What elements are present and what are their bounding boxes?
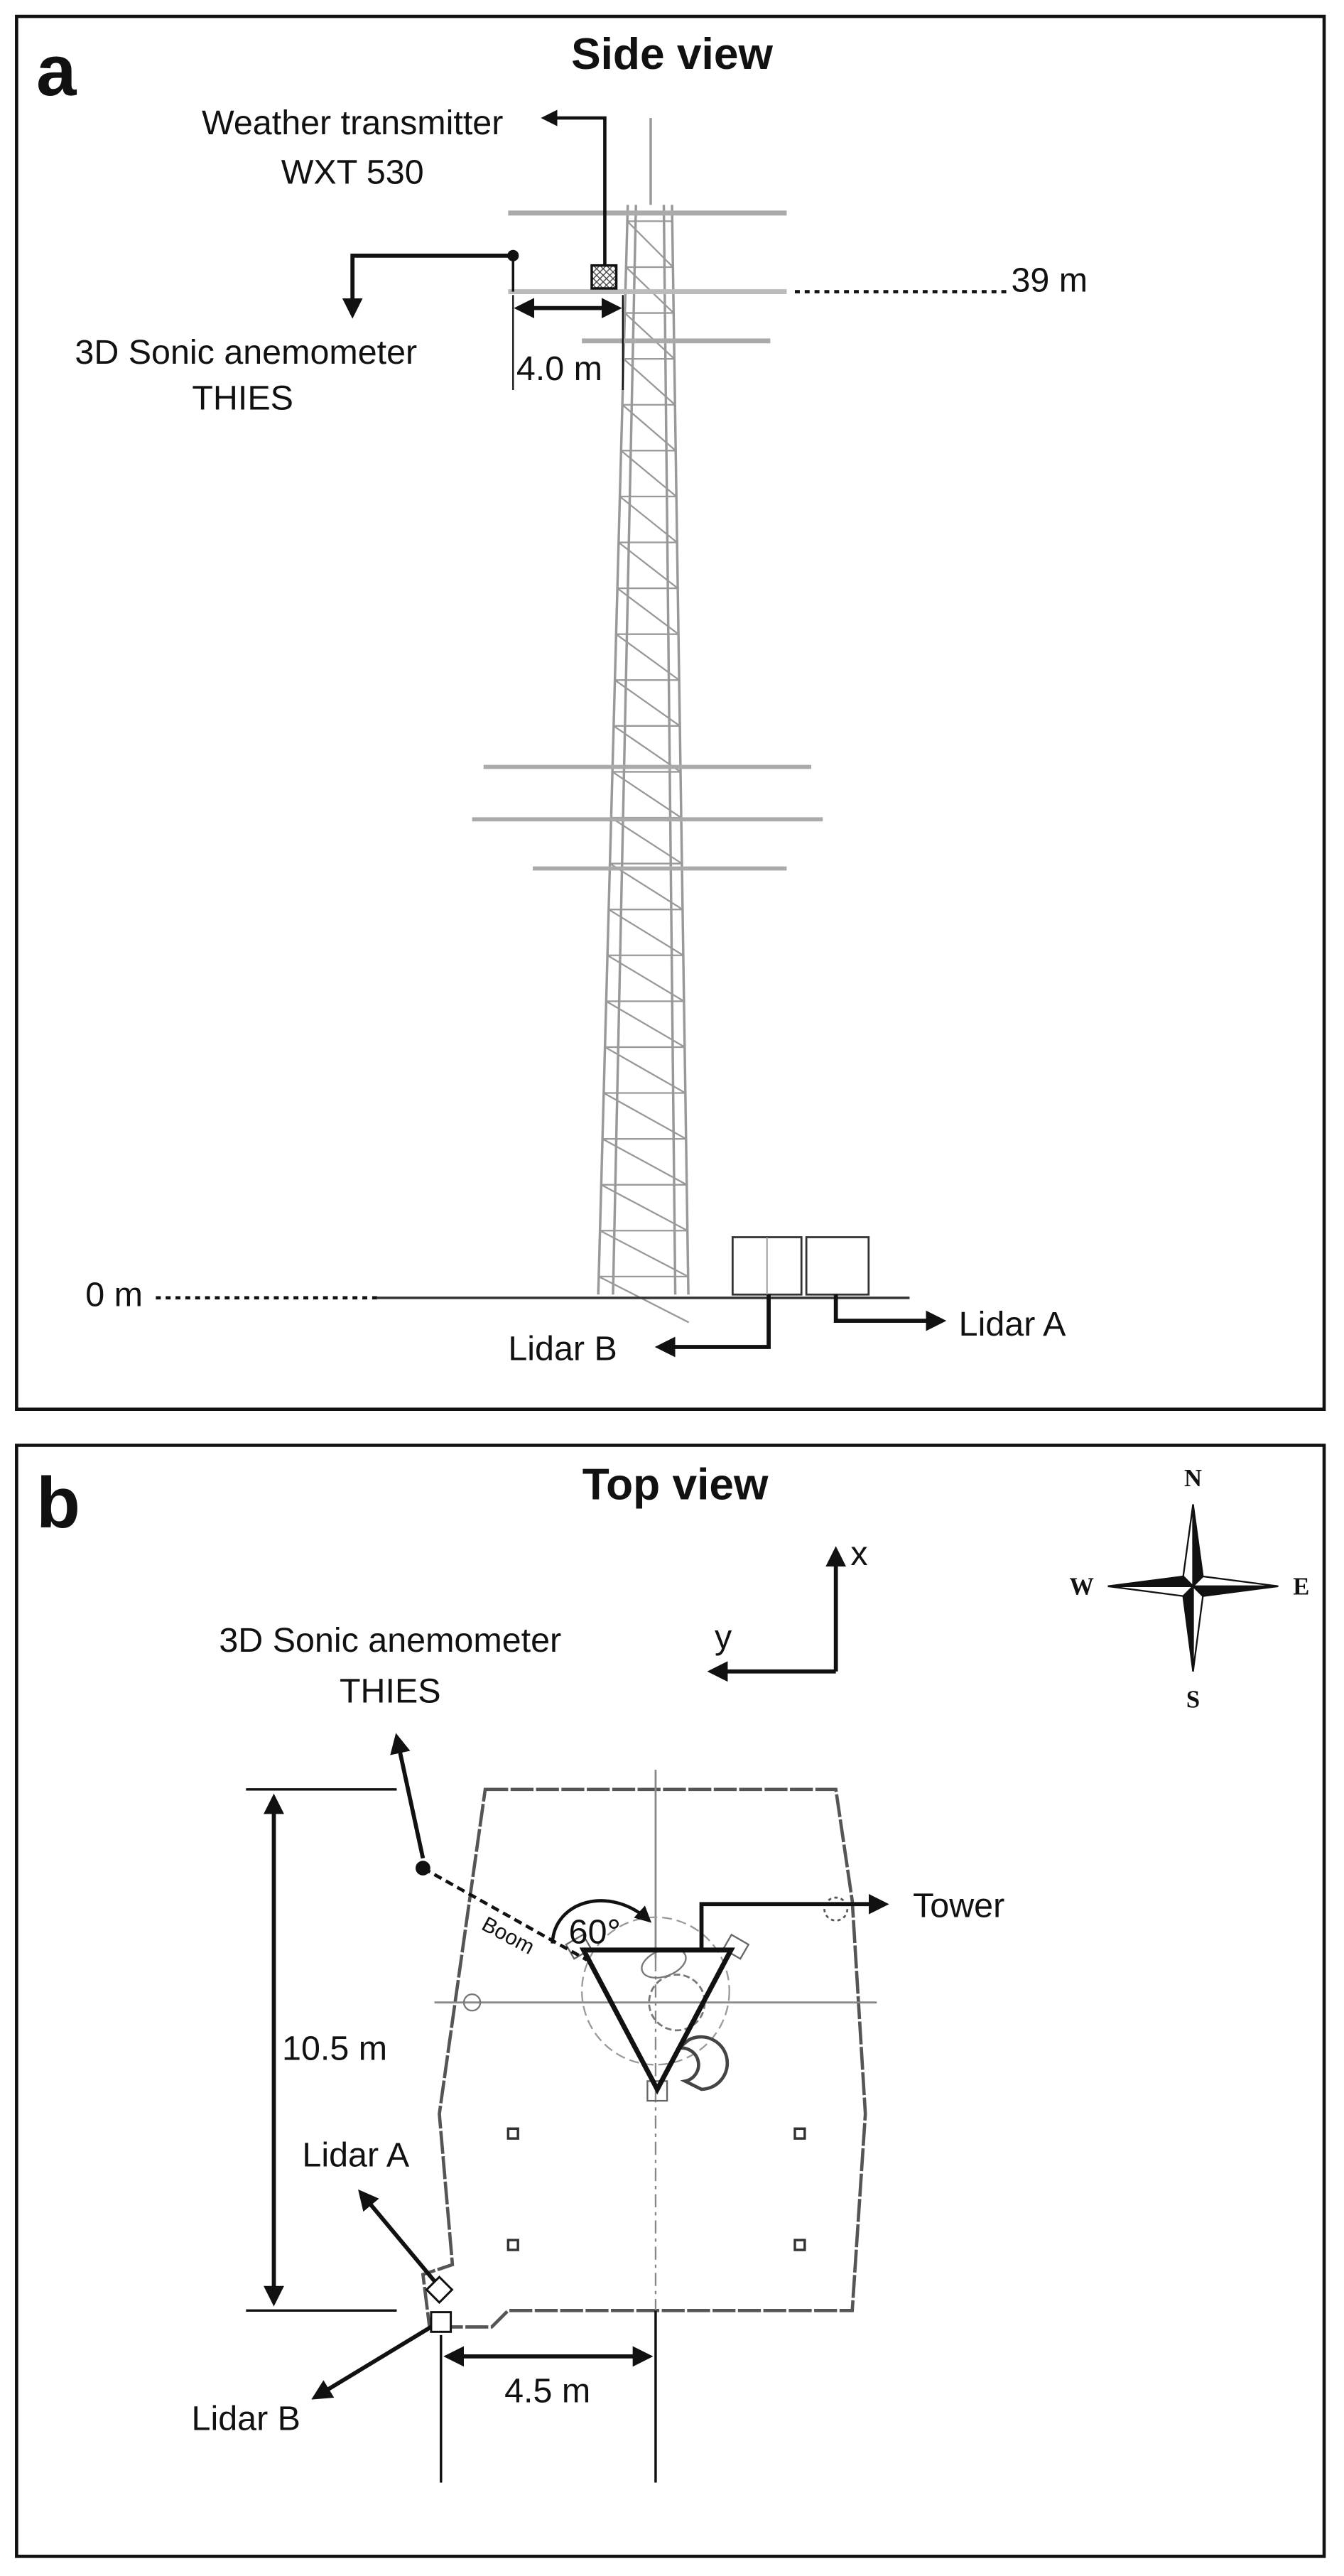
angle-label: 60° (569, 1913, 621, 1952)
weather-transmitter: Weather transmitter WXT 530 (202, 104, 618, 290)
platform-length-label: 10.5 m (282, 2029, 387, 2067)
tower-lattice-brace (598, 1275, 690, 1324)
lidar-a-pointer (833, 1294, 947, 1331)
coordinate-axes: x y (707, 1535, 868, 1682)
lidars-side: Lidar B Lidar A (508, 1236, 1066, 1368)
panel-b-top-view: b Top view x y N S W E (15, 1444, 1326, 2558)
tower-lattice-brace (623, 358, 676, 406)
lidar-a-top-label: Lidar A (302, 2136, 409, 2174)
sonic-anemometer-side: 3D Sonic anemometer THIES 4.0 m (75, 249, 624, 418)
lidar-offset-dimension: 4.5 m (440, 2310, 657, 2483)
tower-lattice-brace (600, 1184, 688, 1232)
sonic-model: THIES (192, 379, 293, 418)
tower-lattice-brace (605, 1000, 685, 1048)
tower-lattice-brace (617, 588, 679, 635)
weather-transmitter-pointer (541, 109, 607, 266)
tower-top: Tower 60° (551, 1887, 1004, 2095)
panel-a-letter: a (36, 30, 77, 111)
lidar-b-pointer (654, 1294, 771, 1358)
lidars-top: Lidar A Lidar B (192, 2136, 454, 2438)
lidar-b-top-label: Lidar B (192, 2400, 300, 2438)
tower-lattice-brace (627, 220, 674, 268)
compass-north: N (1184, 1465, 1202, 1492)
lidar-b-label: Lidar B (508, 1329, 617, 1368)
lidar-a-marker (425, 2275, 454, 2305)
tower-lattice-brace (614, 679, 681, 727)
tower-triangle (579, 1947, 735, 2095)
compass-east: E (1293, 1573, 1309, 1600)
lidar-a-label: Lidar A (959, 1305, 1066, 1343)
tower-side-drawing (376, 118, 910, 1324)
tower-lattice-brace (613, 725, 681, 773)
panel-b-letter: b (36, 1462, 80, 1543)
tower-lattice-brace (609, 862, 683, 911)
weather-transmitter-box (590, 264, 618, 290)
sonic-top-label: 3D Sonic anemometer (219, 1621, 561, 1660)
lidar-offset-label: 4.5 m (504, 2371, 590, 2410)
panel-a-side-view: a Side view 0 m 39 m Weather transmitter… (15, 14, 1326, 1411)
top-height-label: 39 m (1011, 261, 1088, 300)
weather-transmitter-model: WXT 530 (281, 153, 424, 191)
sonic-label: 3D Sonic anemometer (75, 333, 417, 372)
tower-lattice-brace (615, 633, 680, 681)
tower-lattice-brace (620, 450, 677, 497)
x-axis-label: x (850, 1535, 867, 1573)
panel-b-frame (15, 1444, 1326, 2558)
sonic-anemometer-dot (416, 1861, 430, 1876)
tower-pointer (699, 1893, 889, 1950)
tower-lattice-brace (610, 817, 683, 865)
tower-lattice-brace (612, 771, 682, 818)
panel-a-title: Side view (571, 30, 773, 79)
compass-south: S (1186, 1686, 1200, 1713)
lidar-a-box (805, 1236, 870, 1296)
lidar-b-marker (430, 2311, 452, 2333)
tower-lattice-brace (624, 312, 676, 359)
tower-lattice-brace (618, 541, 678, 589)
platform-length-dimension: 10.5 m (246, 1788, 397, 2312)
tower-lattice-brace (605, 1046, 686, 1094)
sonic-top-model: THIES (340, 1672, 441, 1711)
weather-transmitter-label: Weather transmitter (202, 104, 503, 142)
tower-lattice-brace (622, 404, 676, 452)
tower-lattice-brace (607, 954, 685, 1002)
tower-lattice-brace (603, 1092, 687, 1140)
panel-a-frame (15, 14, 1326, 1411)
lidar-a-pointer (358, 2189, 436, 2283)
tower-lattice-brace (619, 496, 678, 543)
compass-rose: N S W E (1069, 1465, 1309, 1713)
y-axis-label: y (715, 1618, 732, 1656)
boom-length-label: 4.0 m (516, 350, 602, 388)
angle-arrow (551, 1899, 652, 1944)
tower-label: Tower (913, 1887, 1004, 1925)
tower-lattice-brace (600, 1230, 689, 1277)
lidar-b-pointer (311, 2325, 433, 2400)
boom-line (422, 1866, 588, 1961)
compass-west: W (1069, 1573, 1094, 1600)
sonic-pointer (342, 253, 514, 319)
sonic-top-pointer (390, 1733, 426, 1859)
tower-lattice-brace (608, 909, 684, 956)
platform-plan (421, 1770, 877, 2329)
tower-lattice-brace (602, 1138, 688, 1186)
ground-height-label: 0 m (85, 1275, 143, 1314)
panel-b-title: Top view (582, 1461, 769, 1510)
